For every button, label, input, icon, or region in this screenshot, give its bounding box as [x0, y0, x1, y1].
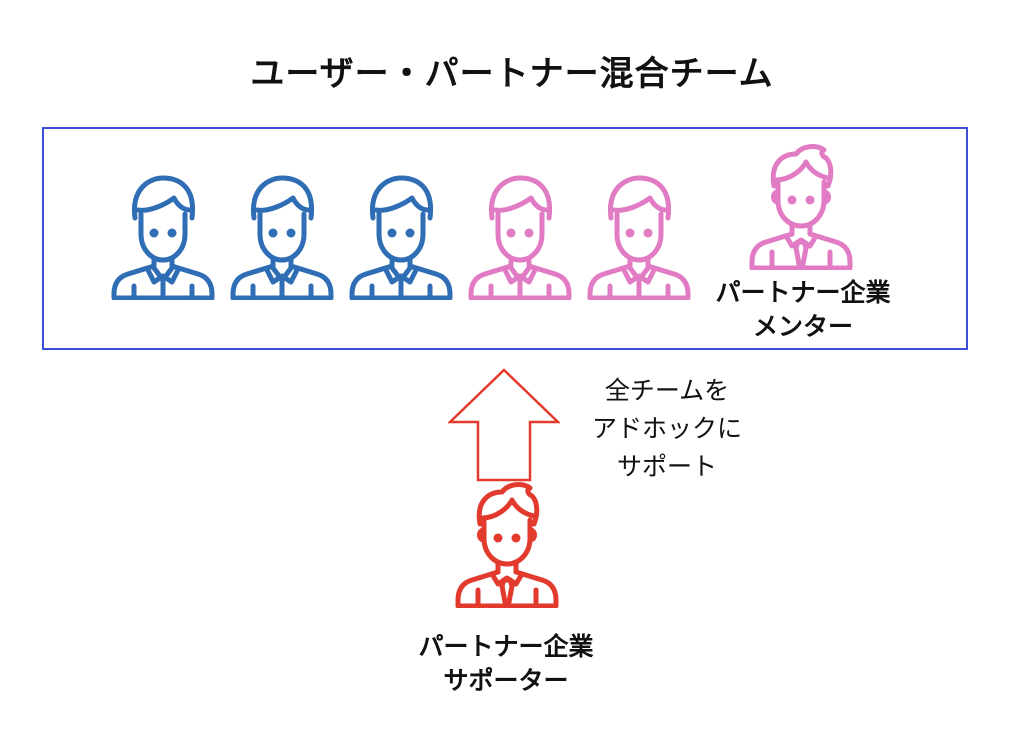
- mentor-label-line2: メンター: [752, 312, 853, 341]
- mentor-label: パートナー企業 メンター: [698, 276, 908, 344]
- team-member-partner-icon: [465, 170, 575, 300]
- team-member-partner-icon: [584, 170, 694, 300]
- mixed-team-box: [42, 127, 968, 350]
- mentor-businessman-icon: [746, 140, 856, 270]
- supporter-label-line2: サポーター: [443, 666, 569, 695]
- support-note-line1: 全チームを: [604, 376, 730, 405]
- supporter-label: パートナー企業 サポーター: [396, 630, 616, 698]
- mentor-label-line1: パートナー企業: [715, 278, 891, 307]
- support-note-line3: サポート: [616, 452, 717, 481]
- team-member-user-icon: [227, 170, 337, 300]
- supporter-businessman-icon: [452, 478, 562, 608]
- support-note-line2: アドホックに: [591, 414, 742, 443]
- team-member-user-icon: [346, 170, 456, 300]
- up-arrow-icon: [446, 368, 562, 488]
- support-note: 全チームを アドホックに サポート: [582, 372, 752, 486]
- supporter-label-line1: パートナー企業: [418, 632, 594, 661]
- diagram-title: ユーザー・パートナー混合チーム: [250, 54, 774, 94]
- team-member-user-icon: [108, 170, 218, 300]
